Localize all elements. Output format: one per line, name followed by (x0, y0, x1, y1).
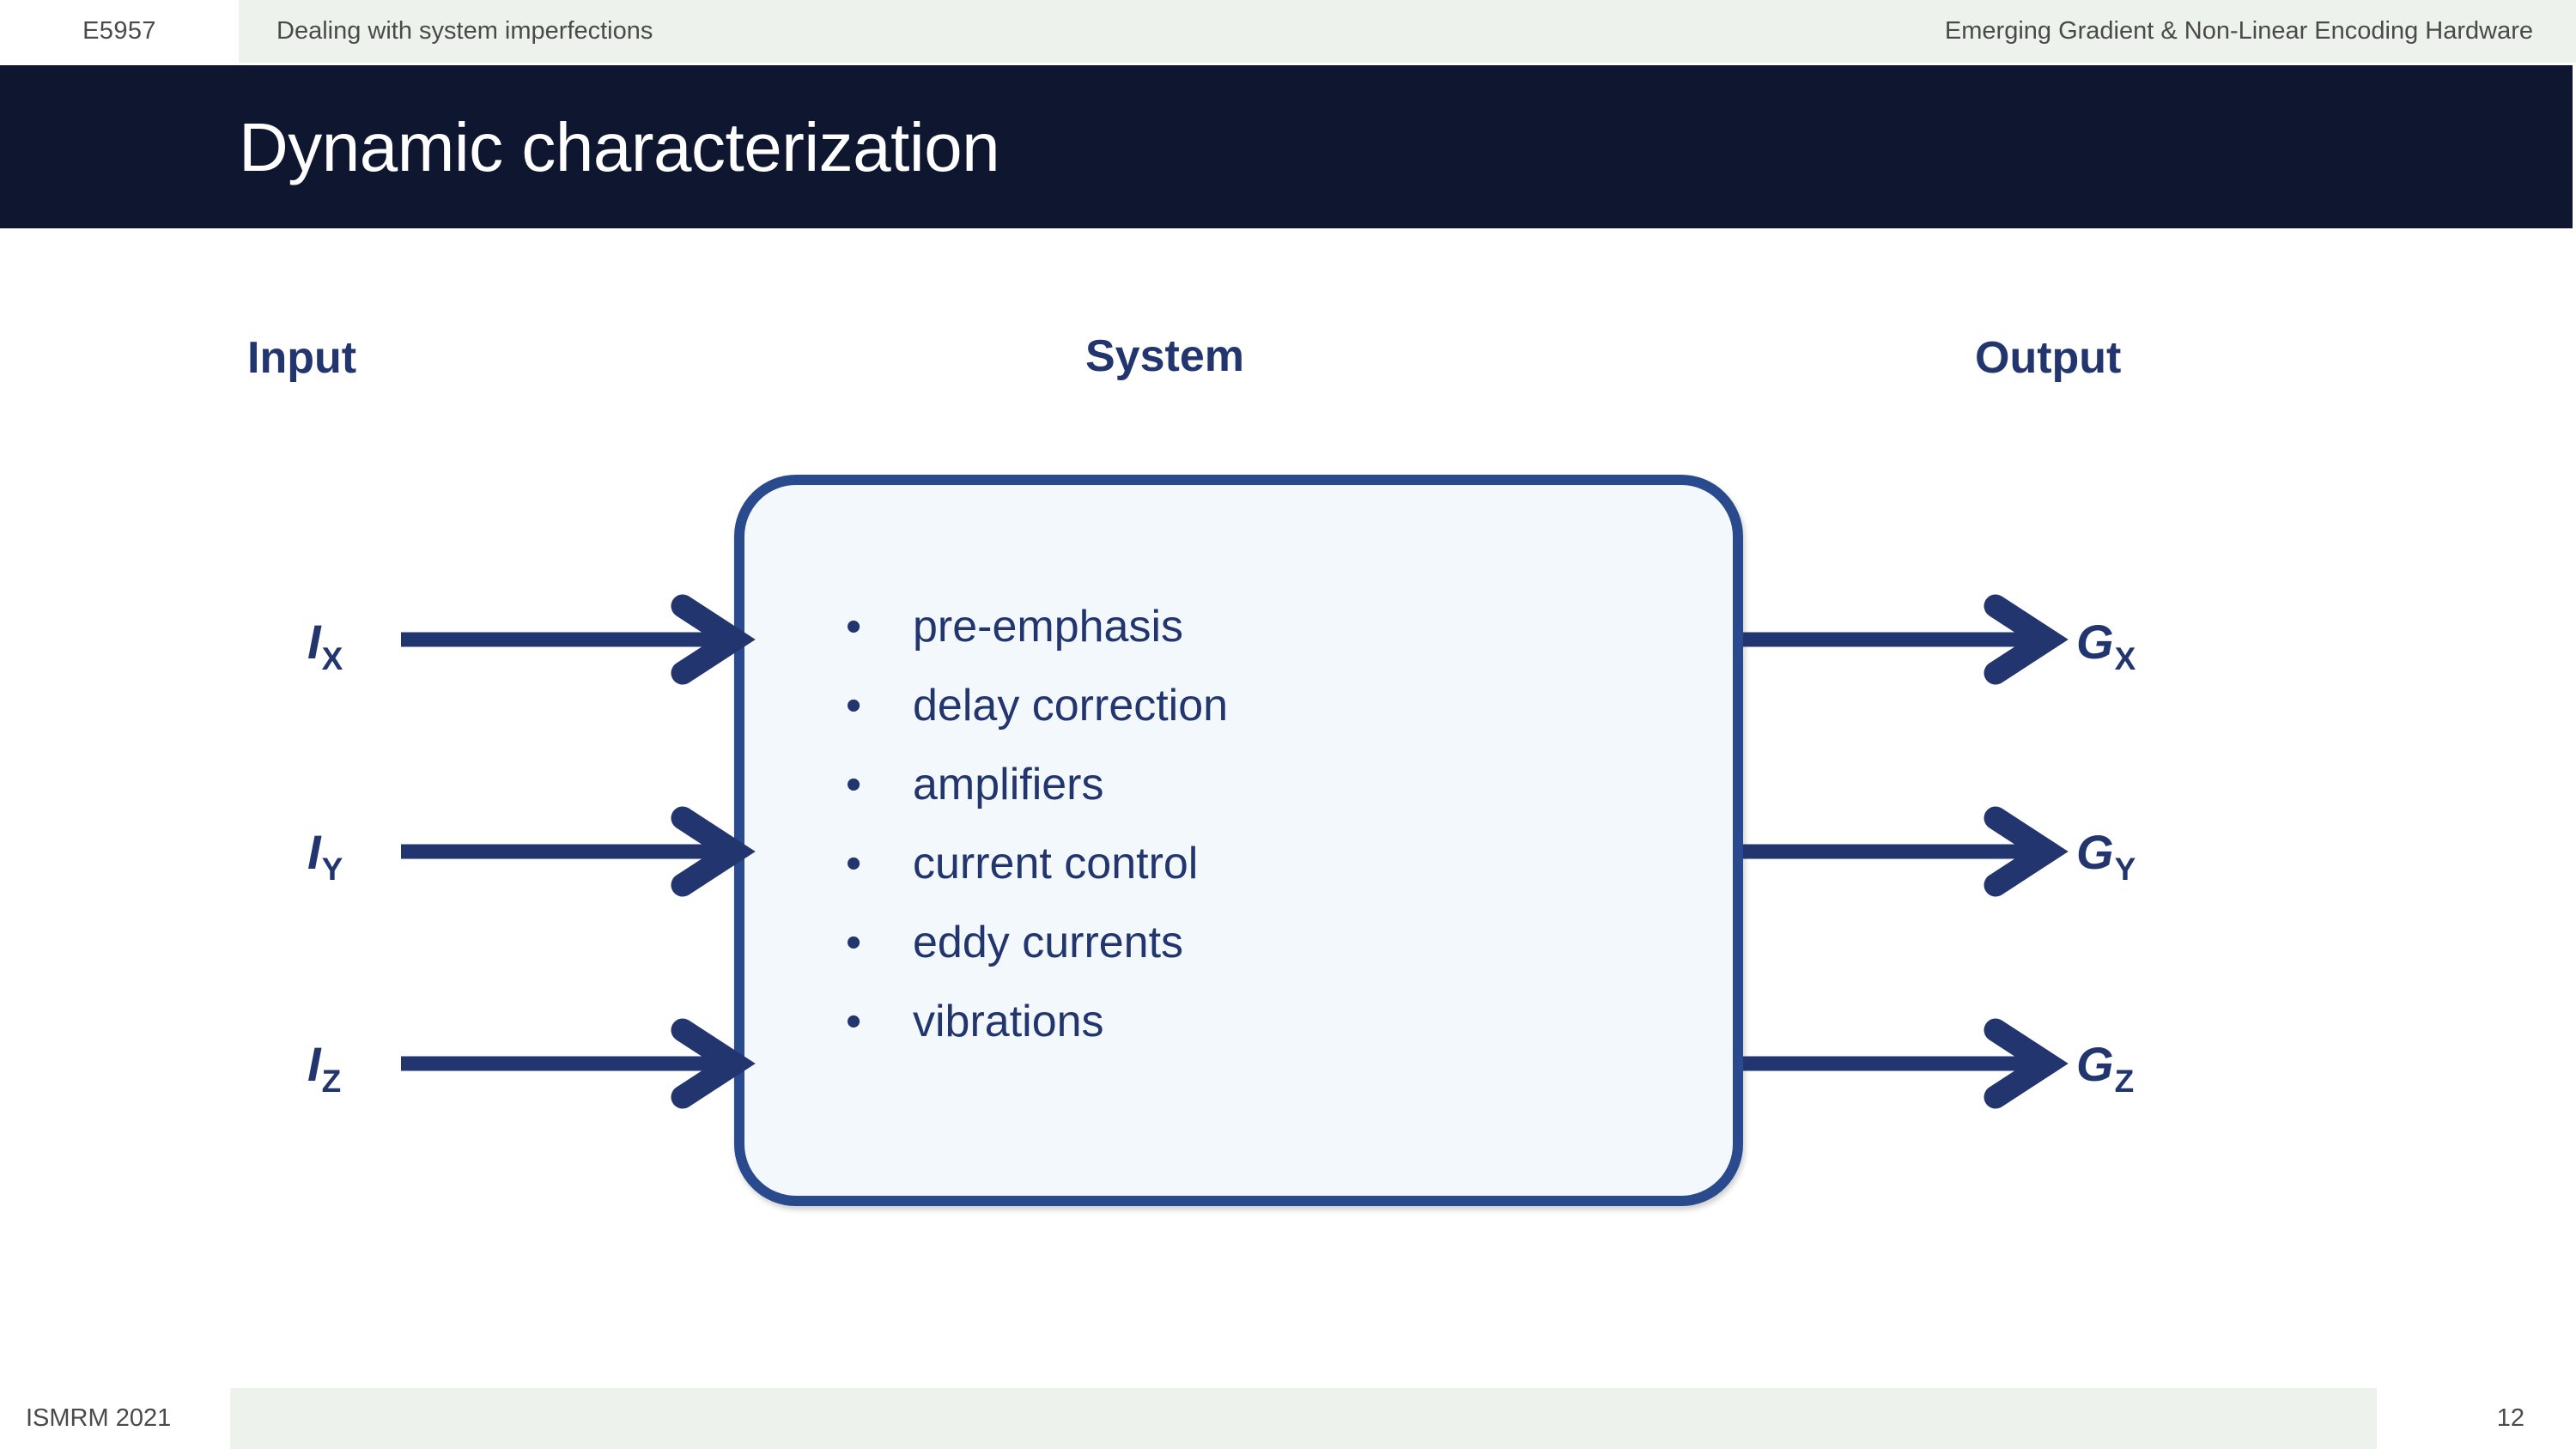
list-item-label: amplifiers (913, 760, 1104, 809)
page-title: Dynamic characterization (239, 109, 1000, 185)
list-item: • eddy currents (846, 917, 1704, 996)
input-symbol: I (307, 825, 321, 879)
input-subscript: Y (321, 852, 343, 887)
presentation-code: E5957 (82, 17, 156, 45)
list-item: • pre-emphasis (846, 601, 1704, 680)
slide-header-bar: E5957 Dealing with system imperfections … (0, 0, 2576, 63)
bullet-icon: • (846, 681, 862, 731)
input-label-ix: IX (307, 614, 343, 676)
bullet-icon: • (846, 997, 862, 1046)
session-title: Dealing with system imperfections (276, 17, 653, 45)
column-heading-input: Input (247, 333, 357, 383)
list-item-label: current control (913, 839, 1199, 888)
input-symbol: I (307, 615, 321, 669)
output-subscript: Z (2114, 1064, 2135, 1099)
system-feature-list: • pre-emphasis • delay correction • ampl… (846, 601, 1704, 1075)
input-symbol: I (307, 1037, 321, 1091)
column-heading-system: System (1085, 331, 1244, 381)
column-heading-output: Output (1975, 333, 2122, 383)
header-band (239, 0, 2576, 63)
bullet-icon: • (846, 760, 862, 809)
input-subscript: Z (321, 1064, 342, 1099)
list-item-label: delay correction (913, 681, 1229, 731)
bullet-icon: • (846, 918, 862, 967)
bullet-icon: • (846, 602, 862, 652)
arrow-right-icon (401, 806, 756, 897)
list-item-label: vibrations (913, 997, 1104, 1046)
arrow-right-icon (401, 1018, 756, 1109)
output-subscript: X (2114, 641, 2136, 676)
arrow-right-icon (1743, 594, 2069, 685)
list-item: • delay correction (846, 680, 1704, 759)
footer-band (230, 1388, 2377, 1449)
input-label-iy: IY (307, 824, 343, 887)
list-item: • amplifiers (846, 759, 1704, 838)
arrow-right-icon (1743, 806, 2069, 897)
output-symbol: G (2076, 825, 2114, 879)
arrow-right-icon (401, 594, 756, 685)
output-symbol: G (2076, 615, 2114, 669)
output-subscript: Y (2114, 852, 2136, 887)
list-item-label: eddy currents (913, 918, 1184, 967)
output-label-gx: GX (2076, 614, 2136, 676)
track-title: Emerging Gradient & Non-Linear Encoding … (1944, 17, 2533, 45)
bullet-icon: • (846, 839, 862, 888)
arrow-right-icon (1743, 1018, 2069, 1109)
system-box (734, 475, 1743, 1206)
page-number: 12 (2496, 1404, 2524, 1432)
output-label-gz: GZ (2076, 1036, 2134, 1099)
list-item-label: pre-emphasis (913, 602, 1184, 652)
input-label-iz: IZ (307, 1036, 341, 1099)
list-item: • current control (846, 838, 1704, 917)
footer-conference-label: ISMRM 2021 (26, 1388, 189, 1449)
title-band (0, 65, 2573, 228)
output-label-gy: GY (2076, 824, 2136, 887)
output-symbol: G (2076, 1037, 2114, 1091)
input-subscript: X (321, 641, 343, 676)
list-item: • vibrations (846, 996, 1704, 1075)
